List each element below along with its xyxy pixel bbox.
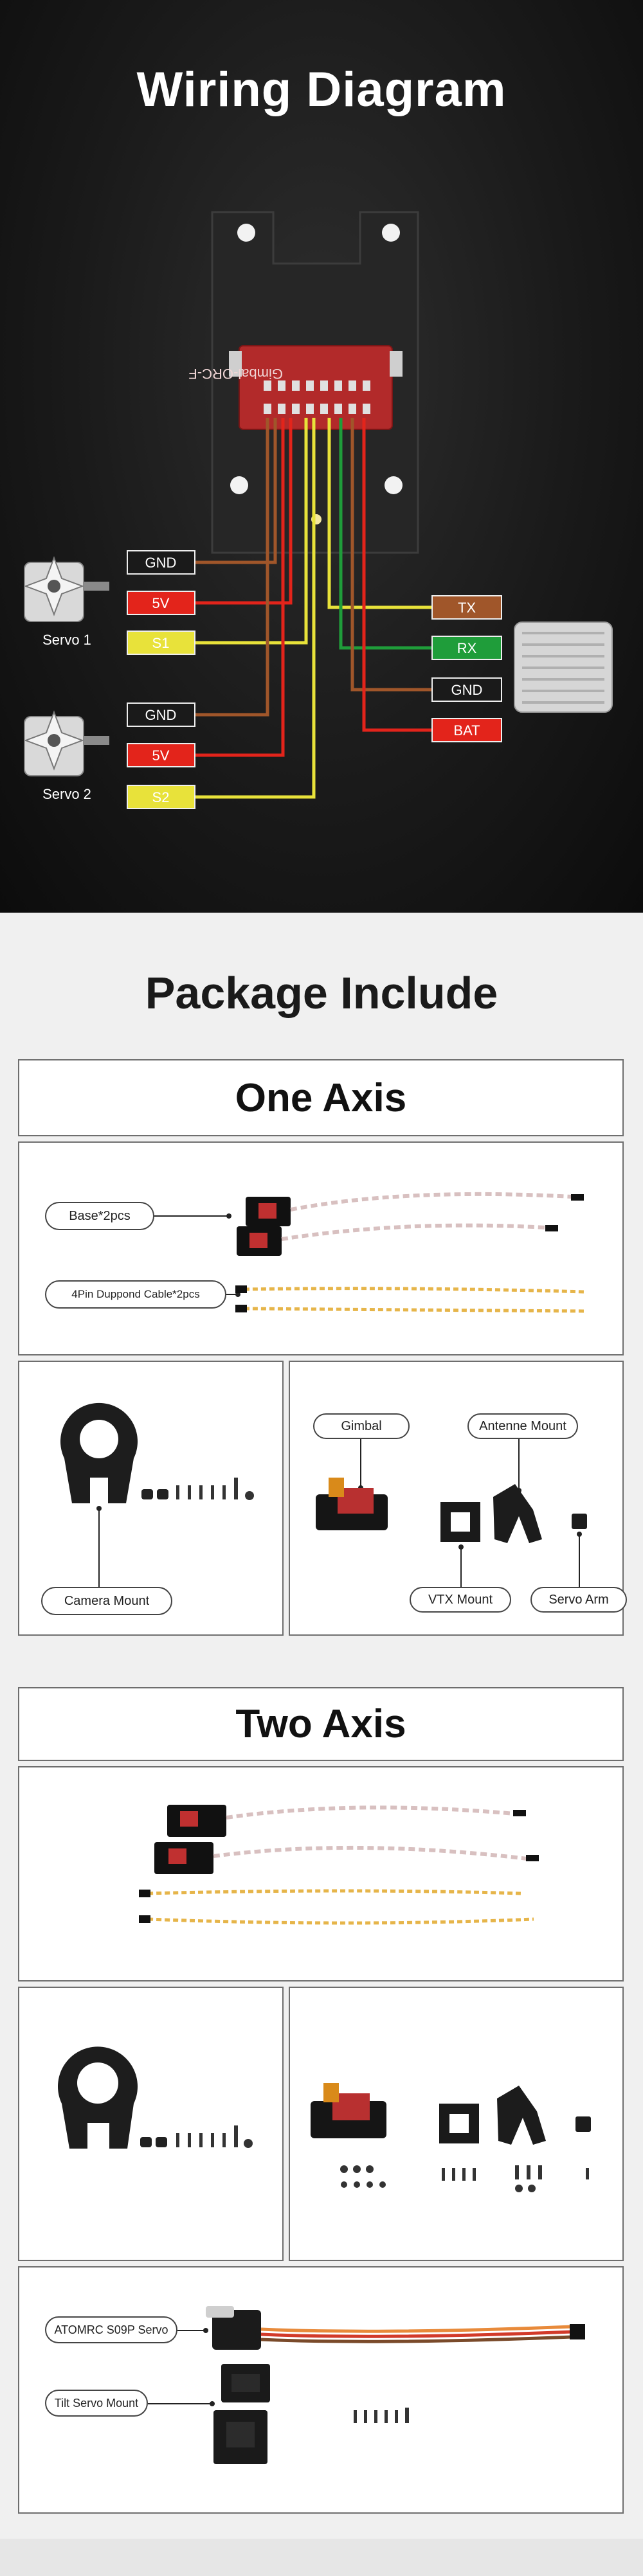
servo-2-icon: [24, 710, 109, 776]
label-gnd-1: GND: [145, 555, 177, 571]
label-gnd-r: GND: [451, 682, 483, 698]
board-label: Gimbal-ORC-F: [188, 366, 283, 382]
servo-pin-labels: GND 5V S1 GND 5V S2: [127, 550, 195, 809]
callout-tilt-servo-mount: Tilt Servo Mount: [45, 2390, 148, 2417]
wiring-diagram-title: Wiring Diagram: [136, 62, 507, 117]
servo-1-label: Servo 1: [42, 632, 91, 648]
two-axis-camera-mount-panel: [18, 1987, 284, 2261]
two-axis-cables-panel: [18, 1766, 624, 1981]
wire-rx: [339, 418, 432, 650]
label-s2: S2: [152, 789, 170, 805]
parts-hardware: [340, 2165, 589, 2192]
screws: [176, 1478, 254, 1500]
plate-hole: [385, 476, 403, 494]
wire-s2-gnd: [195, 418, 269, 717]
cables-illustration: [154, 1192, 586, 1313]
board-clip: [229, 351, 242, 377]
label-box-bat: [431, 718, 502, 742]
plate-hole: [237, 224, 255, 242]
servo-wires: [195, 418, 316, 799]
servo-panel: ATOMRC S09P Servo Tilt Servo Mount: [18, 2266, 624, 2514]
wire-s1-gnd: [195, 418, 277, 564]
wiring-diagram: Gimbal-ORC-F: [24, 211, 613, 809]
label-box-rx: [431, 636, 502, 660]
label-bat: BAT: [453, 722, 480, 738]
page-footer-band: [0, 2539, 643, 2576]
pin-header: [264, 380, 370, 414]
receiver-module-icon: [514, 622, 613, 713]
label-box-gnd: [127, 550, 195, 575]
wire-s1-5v: [195, 418, 293, 605]
receiver-pin-labels: TX RX GND BAT: [431, 595, 502, 742]
servo-illustration: [148, 2306, 585, 2464]
servo-2-label: Servo 2: [42, 786, 91, 802]
label-rx: RX: [457, 640, 477, 656]
label-box-5v: [127, 591, 195, 615]
package-include-title: Package Include: [145, 968, 498, 1018]
label-box-tx: [431, 595, 502, 620]
label-tx: TX: [458, 600, 476, 616]
wire-bat: [362, 418, 432, 732]
gimbal-parts-panel: Gimbal Antenne Mount VTX Mount Servo Arm: [289, 1361, 627, 1636]
plate-hole: [382, 224, 400, 242]
callout-gimbal: Gimbal: [313, 1413, 410, 1439]
two-axis-gimbal-parts-panel: [289, 1987, 624, 2261]
two-axis-gimbal-parts-illustration: [311, 2083, 591, 2192]
one-axis-title: One Axis: [235, 1075, 407, 1120]
one-axis-cables-panel: Base*2pcs 4Pin Duppond Cable*2pcs: [18, 1141, 624, 1355]
two-axis-title: Two Axis: [235, 1702, 406, 1746]
two-axis-header: Two Axis: [18, 1687, 624, 1761]
camera-mount-panel: Camera Mount: [18, 1361, 284, 1636]
callout-antenne-mount: Antenne Mount: [467, 1413, 578, 1439]
label-box-5v: [127, 743, 195, 767]
camera-mount-illustration: [60, 1402, 254, 1587]
two-axis-camera-mount-illustration: [58, 2046, 253, 2149]
wire-s1-signal: [195, 418, 308, 645]
wire-gnd: [350, 418, 432, 692]
plate-hole: [230, 476, 248, 494]
callout-vtx-mount: VTX Mount: [410, 1587, 511, 1613]
callout-servo-arm: Servo Arm: [530, 1587, 627, 1613]
servo-1-icon: [24, 556, 109, 622]
label-gnd-2: GND: [145, 707, 177, 723]
label-5v-2: 5V: [152, 747, 170, 764]
wire-s2-signal: [195, 418, 316, 799]
gimbal-parts-illustration: [316, 1438, 587, 1587]
callout-camera-mount: Camera Mount: [41, 1587, 172, 1615]
one-axis-header: One Axis: [18, 1059, 624, 1136]
wire-s2-5v: [195, 418, 285, 757]
board-clip: [390, 351, 403, 377]
callout-servo: ATOMRC S09P Servo: [45, 2316, 177, 2343]
rx-wires: [327, 418, 432, 732]
label-5v-1: 5V: [152, 595, 170, 611]
label-s1: S1: [152, 635, 170, 651]
wire-tx: [327, 418, 432, 609]
label-box-s1: [127, 631, 195, 655]
callout-cable: 4Pin Duppond Cable*2pcs: [45, 1280, 226, 1309]
label-box-gnd: [127, 702, 195, 727]
label-box-s2: [127, 785, 195, 809]
callout-base: Base*2pcs: [45, 1202, 154, 1230]
two-axis-cables-illustration: [139, 1805, 539, 1925]
label-box-gnd-r: [431, 677, 502, 702]
servo-screws: [354, 2408, 409, 2423]
wiring-diagram-section: Wiring Diagram Gimbal-ORC-F: [0, 0, 643, 913]
